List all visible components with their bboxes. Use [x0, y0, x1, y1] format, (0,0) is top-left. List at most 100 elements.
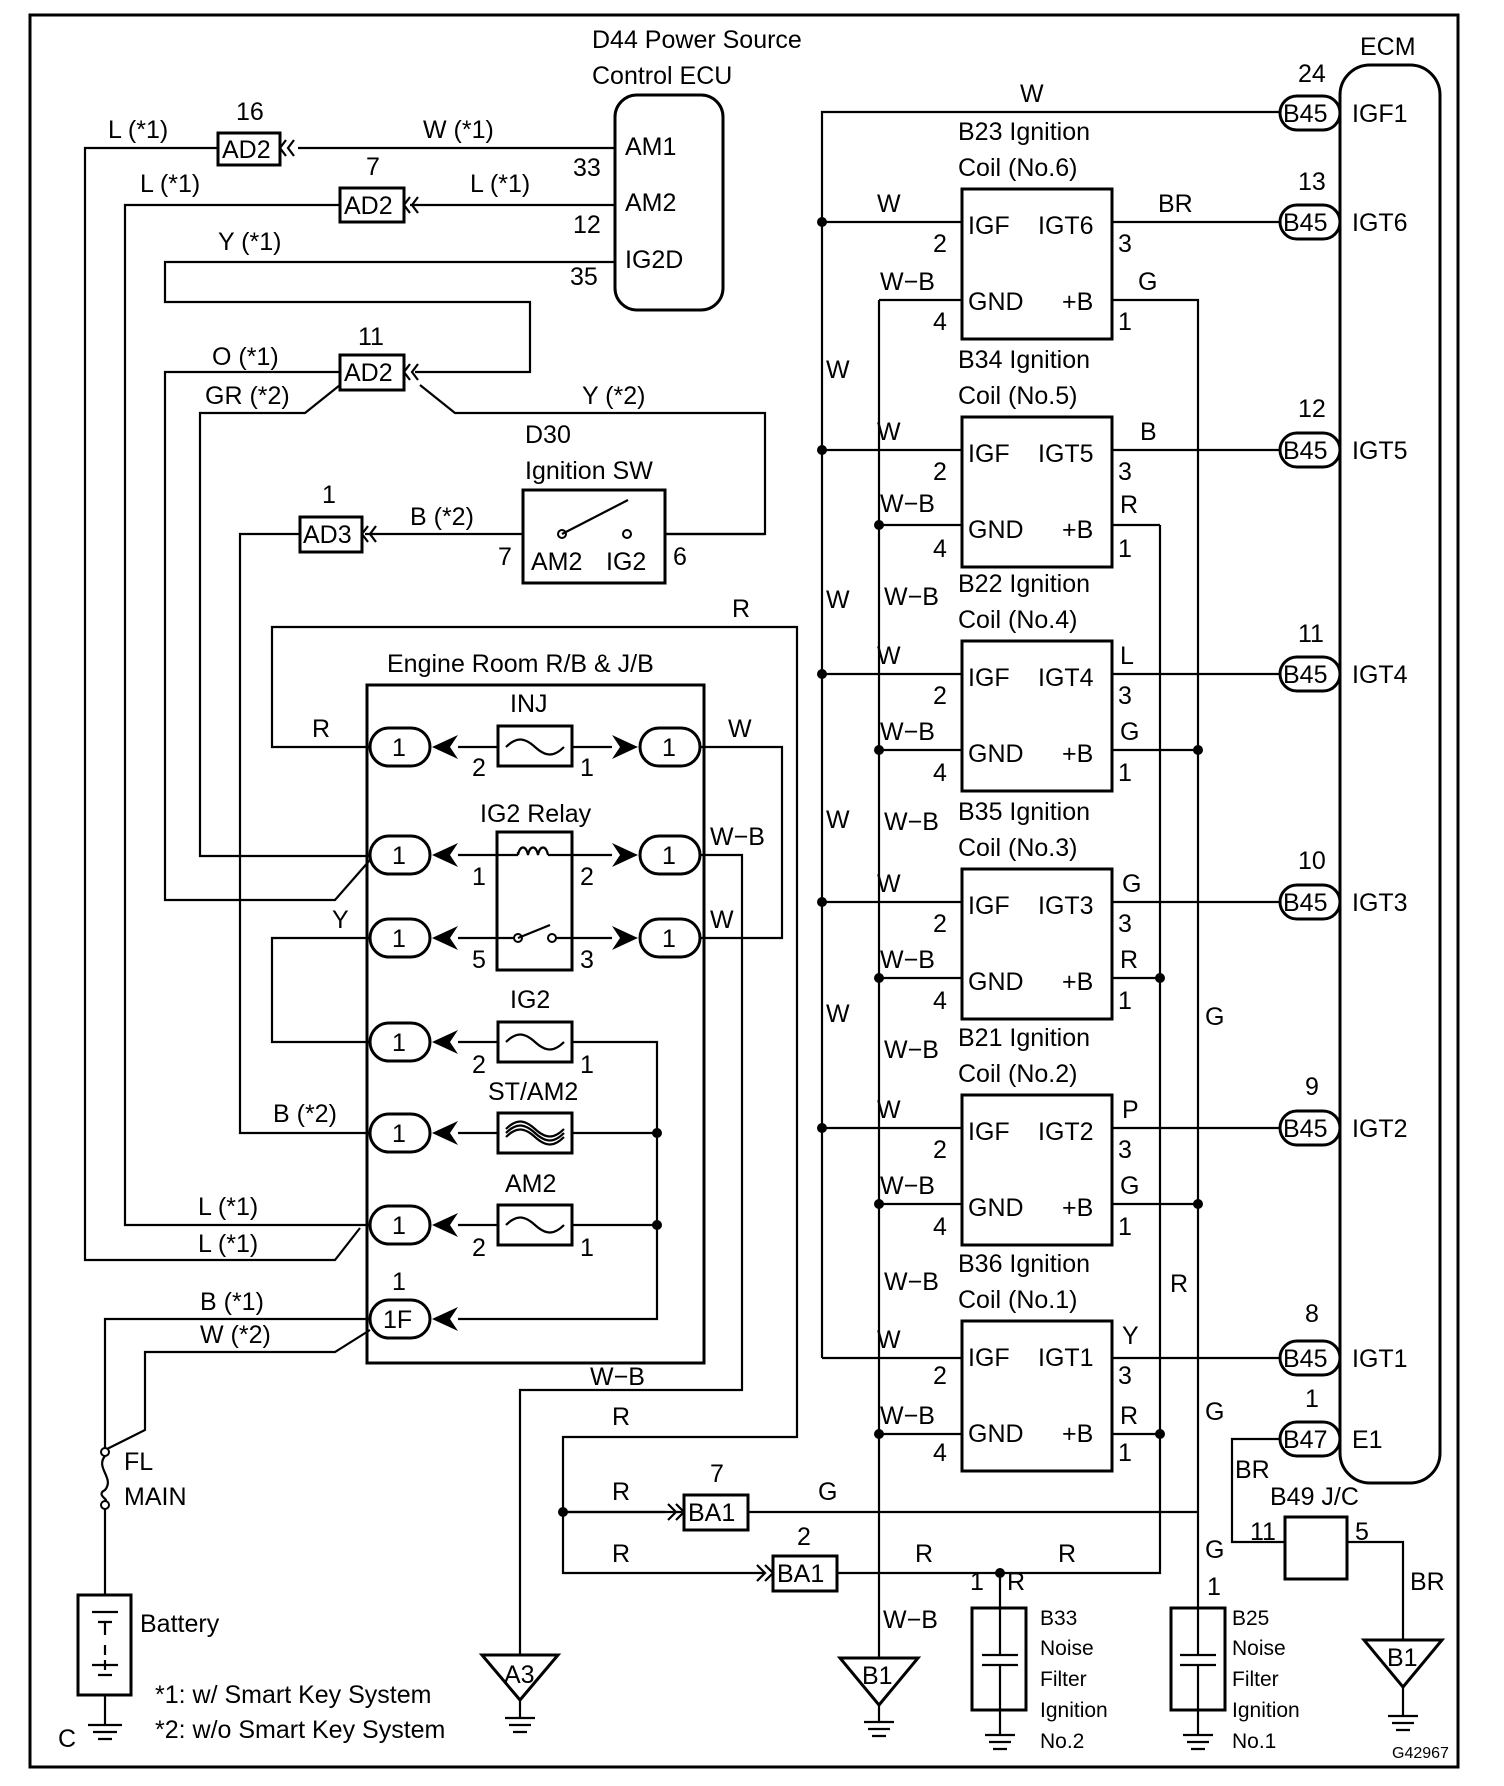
svg-text:1: 1 — [580, 1051, 594, 1079]
svg-text:W−B: W−B — [884, 1268, 939, 1296]
svg-text:IGT1: IGT1 — [1352, 1345, 1408, 1373]
svg-text:IGF: IGF — [968, 440, 1010, 468]
svg-text:7: 7 — [366, 153, 380, 181]
svg-text:AD3: AD3 — [303, 521, 352, 549]
svg-text:Noise: Noise — [1232, 1637, 1286, 1660]
svg-text:+B: +B — [1062, 288, 1093, 316]
svg-text:E1: E1 — [1352, 1426, 1383, 1454]
svg-text:G: G — [1120, 1172, 1139, 1200]
svg-text:L (*1): L (*1) — [140, 170, 200, 198]
svg-text:1: 1 — [322, 481, 336, 509]
svg-text:W: W — [877, 870, 901, 898]
svg-text:Battery: Battery — [140, 1610, 220, 1638]
svg-text:L (*1): L (*1) — [470, 170, 530, 198]
svg-text:Coil (No.3): Coil (No.3) — [958, 834, 1077, 862]
svg-text:1: 1 — [1118, 535, 1132, 563]
jb-left-pins: 1 1 1 1 1 1 1F 1 — [368, 726, 432, 1340]
svg-text:G: G — [818, 1478, 837, 1506]
svg-text:2: 2 — [472, 1234, 486, 1262]
svg-text:+B: +B — [1062, 968, 1093, 996]
svg-text:2: 2 — [472, 1051, 486, 1079]
svg-text:IGT5: IGT5 — [1038, 440, 1094, 468]
svg-text:1: 1 — [1305, 1385, 1319, 1413]
svg-text:C: C — [58, 1725, 76, 1753]
svg-text:3: 3 — [1118, 230, 1132, 258]
svg-text:1: 1 — [392, 1029, 406, 1057]
svg-text:3: 3 — [1118, 1136, 1132, 1164]
svg-text:4: 4 — [933, 308, 947, 336]
battery: Battery — [76, 1593, 220, 1725]
svg-text:B22 Ignition: B22 Ignition — [958, 570, 1090, 598]
svg-text:1: 1 — [970, 1568, 984, 1596]
svg-text:AM2: AM2 — [531, 548, 582, 576]
svg-text:B25: B25 — [1232, 1607, 1269, 1630]
svg-text:IGT4: IGT4 — [1038, 664, 1094, 692]
svg-text:B (*2): B (*2) — [410, 503, 474, 531]
svg-text:2: 2 — [933, 1362, 947, 1390]
svg-text:BR: BR — [1410, 1568, 1445, 1596]
svg-text:AD2: AD2 — [344, 192, 393, 220]
svg-text:L (*1): L (*1) — [198, 1230, 258, 1258]
coil-no4: B22 Ignition Coil (No.4) IGF IGT4 GND +B… — [817, 570, 1280, 793]
junction-connector-b49: BR B49 J/C 11 5 BR — [1230, 1437, 1445, 1640]
svg-text:+B: +B — [1062, 1420, 1093, 1448]
svg-text:BA1: BA1 — [777, 1560, 824, 1588]
svg-text:3: 3 — [1118, 458, 1132, 486]
svg-text:R: R — [1120, 1402, 1138, 1430]
svg-text:R: R — [915, 1540, 933, 1568]
svg-text:B45: B45 — [1283, 889, 1327, 917]
svg-text:5: 5 — [472, 946, 486, 974]
svg-text:35: 35 — [570, 263, 598, 291]
svg-text:R: R — [1170, 1270, 1188, 1298]
fuse-st-am2: ST/AM2 — [488, 1078, 578, 1106]
svg-text:2: 2 — [933, 682, 947, 710]
power-source-ecu: D44 Power Source Control ECU AM1 AM2 IG2… — [570, 26, 802, 312]
svg-text:IGT3: IGT3 — [1352, 889, 1408, 917]
svg-text:7: 7 — [498, 543, 512, 571]
svg-text:W: W — [710, 906, 734, 934]
svg-text:B45: B45 — [1283, 661, 1327, 689]
svg-text:IGT3: IGT3 — [1038, 892, 1094, 920]
svg-text:1: 1 — [392, 1268, 406, 1296]
fuse-inj: INJ — [510, 690, 548, 718]
svg-text:R: R — [312, 715, 330, 743]
svg-text:4: 4 — [933, 759, 947, 787]
svg-text:IGF: IGF — [968, 664, 1010, 692]
svg-text:6: 6 — [673, 543, 687, 571]
svg-text:W: W — [1020, 80, 1044, 108]
svg-text:GND: GND — [968, 968, 1024, 996]
svg-text:11: 11 — [358, 323, 384, 351]
svg-text:B23 Ignition: B23 Ignition — [958, 118, 1090, 146]
svg-text:L: L — [1120, 642, 1134, 670]
svg-text:2: 2 — [797, 1523, 811, 1551]
svg-text:3: 3 — [1118, 682, 1132, 710]
svg-text:R: R — [1120, 946, 1138, 974]
svg-text:G: G — [1205, 1398, 1224, 1426]
svg-text:BR: BR — [1158, 190, 1193, 218]
svg-text:W: W — [826, 586, 850, 614]
svg-text:W: W — [877, 642, 901, 670]
svg-text:1: 1 — [1118, 759, 1132, 787]
svg-text:4: 4 — [933, 1439, 947, 1467]
svg-text:MAIN: MAIN — [124, 1483, 187, 1511]
svg-text:IGT1: IGT1 — [1038, 1344, 1094, 1372]
svg-text:GND: GND — [968, 740, 1024, 768]
svg-text:13: 13 — [1298, 168, 1326, 196]
svg-text:1: 1 — [392, 734, 406, 762]
coil-no1: B36 Ignition Coil (No.1) IGF IGT1 GND +B… — [822, 1250, 1280, 1473]
svg-text:1: 1 — [580, 1234, 594, 1262]
jb-right-pins: 1 1 1 — [638, 726, 702, 959]
svg-text:Y (*2): Y (*2) — [582, 382, 645, 410]
svg-text:ECM: ECM — [1360, 33, 1416, 61]
svg-text:R: R — [612, 1540, 630, 1568]
connector-ad2-11: 11 AD2 O (*1) GR (*2) Y (*2) — [163, 323, 767, 902]
coil-no2: B21 Ignition Coil (No.2) IGF IGT2 GND +B… — [817, 1024, 1280, 1247]
svg-text:R: R — [1007, 1568, 1025, 1596]
svg-text:W−B: W−B — [710, 823, 765, 851]
svg-text:4: 4 — [933, 987, 947, 1015]
svg-text:+B: +B — [1062, 516, 1093, 544]
svg-text:W−B: W−B — [590, 1363, 645, 1391]
svg-text:1: 1 — [392, 1120, 406, 1148]
svg-text:1: 1 — [662, 925, 676, 953]
ecu-pin-am2: AM2 — [625, 189, 676, 217]
